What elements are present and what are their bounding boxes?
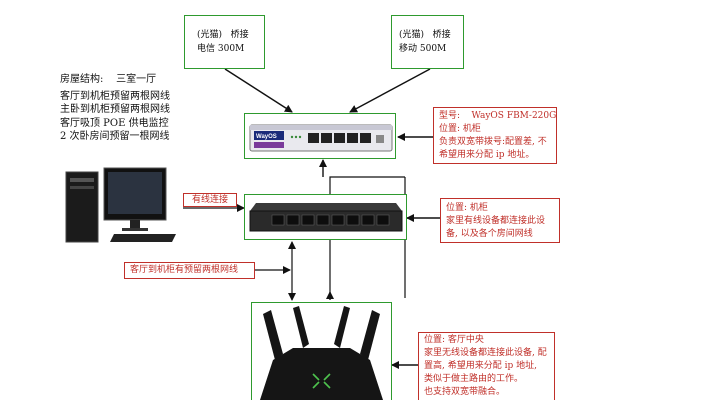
living-cable-label-box: 客厅到机柜有预留两根网线 [124,262,255,279]
wifi-location: 位置: 客厅中央 [424,335,484,345]
wired-connection-label-box: 有线连接 [183,193,237,207]
isp-mobile-box: (光猫) 桥接 移动 500M [391,15,464,69]
note-line: 2 次卧房间预留一根网线 [60,131,170,142]
router-location: 位置: 机柜 [439,124,481,134]
arrow-telecom-to-router [224,68,293,113]
note-line: 客厅到机柜预留两根网线 [60,90,170,102]
wifi-router-box [251,302,392,400]
router-info-box: 型号: WayOS FBM-220G 位置: 机柜 负责双宽带拨号:配置差, 不… [433,107,557,164]
router-desc1: 负责双宽带拨号:配置差, 不 [439,137,547,147]
heading-label: 房屋结构: [60,74,104,85]
switch-box [244,194,407,240]
wifi-info-box: 位置: 客厅中央 家里无线设备都连接此设备, 配 置高, 希望用来分配 ip 地… [418,332,555,400]
wifi-desc1: 家里无线设备都连接此设备, 配 [424,348,547,358]
wifi-router-icon [260,306,383,400]
router-box: WayOS [244,113,396,159]
arrow-wifi-to-router [329,176,405,300]
arrow-mobile-to-router [349,68,431,113]
router-brand-text: WayOS [256,134,277,140]
switch-desc1: 家里有线设备都连接此设 [446,216,546,226]
telecom-bandwidth: 电信 300M [197,44,245,54]
isp-telecom-box: (光猫) 桥接 电信 300M [184,15,265,69]
bridge-label: 桥接 [432,30,451,40]
router-device-icon: WayOS [249,124,393,152]
switch-device-icon [249,203,403,232]
wifi-desc2: 置高, 希望用来分配 ip 地址, [424,361,537,371]
wired-connection-label: 有线连接 [192,195,229,205]
modem-label: (光猫) [197,30,223,40]
bridge-label: 桥接 [230,30,249,40]
switch-desc2: 备, 以及各个房间网线 [446,229,533,239]
wifi-desc3: 类似于做主路由的工作。 [424,374,524,384]
note-line: 客厅吸顶 POE 供电监控 [60,117,169,129]
model-label: 型号: [439,111,461,121]
mobile-bandwidth: 移动 500M [399,44,447,54]
living-cable-label: 客厅到机柜有预留两根网线 [130,265,239,275]
heading-value: 三室一厅 [116,74,157,85]
wifi-desc4: 也支持双宽带融合。 [424,387,506,397]
note-line: 主卧到机柜预留两根网线 [60,104,170,115]
house-structure-notes: 房屋结构: 三室一厅 客厅到机柜预留两根网线 主卧到机柜预留两根网线 客厅吸顶 … [60,73,170,144]
desktop-pc-icon [65,167,176,243]
switch-location: 位置: 机柜 [446,203,488,213]
model-value: WayOS FBM-220G [471,111,557,121]
switch-info-box: 位置: 机柜 家里有线设备都连接此设 备, 以及各个房间网线 [440,198,560,243]
modem-label: (光猫) [399,30,425,40]
router-desc2: 希望用来分配 ip 地址。 [439,150,535,160]
